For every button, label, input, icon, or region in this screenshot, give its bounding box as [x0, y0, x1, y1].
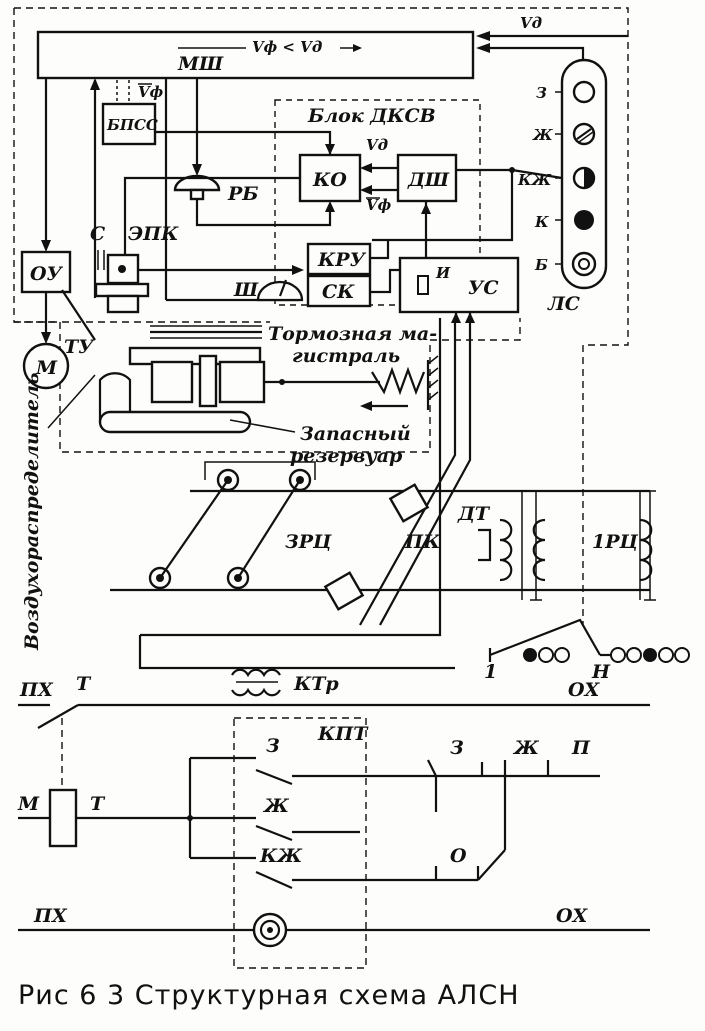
label-tu: ТУ [64, 336, 95, 358]
kru-block [306, 242, 372, 276]
label-i: И [435, 264, 451, 282]
label-sig-k: К [534, 213, 549, 231]
label-p-contact: П [571, 737, 591, 759]
label-block-dksv: Блок ДКСВ [307, 105, 436, 127]
msh-block [36, 30, 475, 80]
label-sig-b: Б [534, 256, 548, 274]
pk-coil-bottom [323, 571, 365, 611]
relay-t [48, 788, 78, 848]
label-kpt: КПТ [317, 723, 369, 745]
label-vd-ko: Vд [366, 136, 388, 154]
sh-gauge [256, 280, 304, 302]
label-vf-ko: Vф [366, 196, 391, 214]
label-pk: ПК [404, 531, 441, 553]
label-o-contact: О [450, 845, 467, 867]
bpss-block [101, 102, 157, 146]
label-ls: ЛС [547, 293, 580, 315]
label-zrc: ЗРЦ [285, 531, 332, 553]
label-1rc: 1РЦ [592, 531, 639, 553]
figure-caption: Рис 6 3 Структурная схема АЛСН [18, 980, 520, 1011]
brake-spring [371, 366, 426, 396]
label-dt: ДТ [457, 503, 491, 525]
label-sig-z: З [536, 84, 547, 102]
label-sig-zh: Ж [532, 126, 553, 144]
label-us: УС [468, 277, 499, 299]
kpt-boundary [233, 717, 367, 969]
reservoir [98, 410, 252, 434]
brake-cylinder [150, 360, 194, 404]
label-vd-top: Vд [520, 14, 542, 32]
label-z-contact-left: З [266, 735, 280, 757]
label-ox-top: ОХ [568, 679, 601, 701]
label-ko: КО [312, 169, 347, 191]
label-kru: КРУ [317, 249, 367, 271]
label-ox-bottom: ОХ [556, 905, 589, 927]
rb-button [173, 174, 221, 192]
label-reservoir-2: резервуар [290, 445, 403, 467]
label-ktr: КТр [293, 673, 339, 695]
label-epk: ЭПК [128, 223, 179, 245]
label-px-bottom: ПХ [33, 905, 68, 927]
label-zh-contact-left: Ж [262, 795, 290, 817]
label-brake-line-1: Тормозная ма- [268, 323, 437, 345]
lamp-k [574, 210, 594, 230]
label-dsh: ДШ [407, 169, 450, 191]
label-ou: ОУ [30, 263, 64, 285]
label-sk: СК [322, 281, 355, 303]
lamp-z [572, 80, 596, 104]
label-rb: РБ [227, 183, 259, 205]
label-c: С [90, 223, 105, 245]
sk-block [306, 274, 372, 308]
label-motor: М [35, 357, 58, 379]
dsh-block [396, 153, 458, 203]
label-sh: Ш [233, 279, 259, 301]
label-speed-compare: Vф < Vд [252, 38, 322, 56]
label-zh-contact-right: Ж [512, 737, 540, 759]
label-t-top: Т [76, 673, 92, 695]
label-kzh-contact-left: КЖ [259, 845, 303, 867]
brake-pipe [128, 346, 262, 366]
pk-coil-top [388, 483, 430, 523]
label-air-distributor: Воздухораспределитель [21, 373, 43, 651]
label-reservoir-1: Запасный [300, 423, 411, 445]
label-px-top: ПХ [19, 679, 54, 701]
lamp-b [571, 251, 597, 277]
label-bpss: БПСС [106, 116, 158, 134]
label-z-contact-right: З [450, 737, 464, 759]
label-h: Н [591, 661, 611, 683]
label-t-mid: Т [90, 793, 106, 815]
label-vf-small: Vф [138, 83, 163, 101]
label-msh: МШ [177, 53, 224, 75]
label-m-left: М [17, 793, 40, 815]
label-brake-line-2: гистраль [292, 345, 400, 367]
locomotive-boundary [14, 7, 629, 625]
motor-m [22, 342, 70, 390]
dksv-block-boundary [274, 99, 481, 306]
label-1: 1 [484, 661, 497, 683]
